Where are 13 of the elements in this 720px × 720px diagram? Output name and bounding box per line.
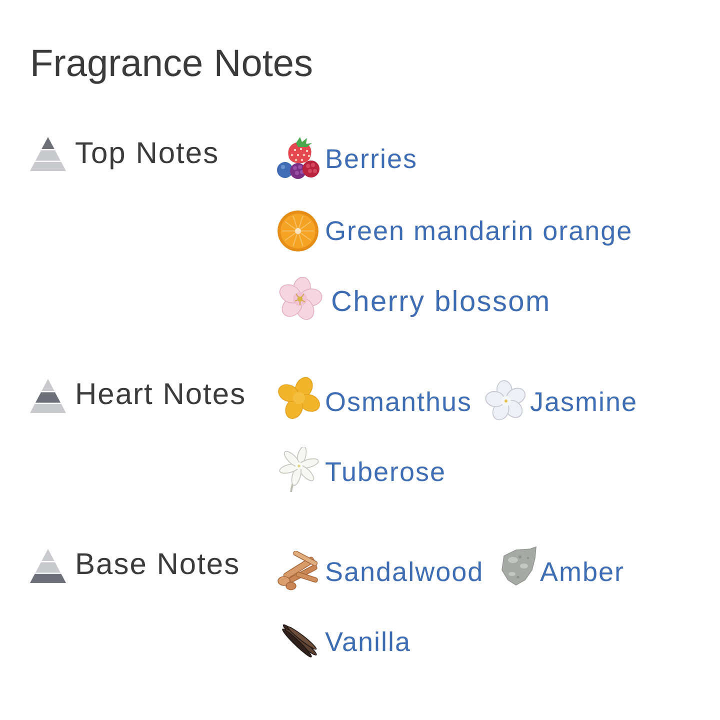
section-heading: Top Notes xyxy=(75,137,220,172)
note-name: Osmanthus xyxy=(325,386,472,418)
note-name: Amber xyxy=(540,556,625,588)
note-name: Vanilla xyxy=(325,626,412,658)
section-heading: Heart Notes xyxy=(75,378,246,412)
note-name: Cherry blossom xyxy=(331,286,551,319)
note-name: Tuberose xyxy=(325,456,446,488)
section-heading: Base Notes xyxy=(75,548,240,582)
note-name: Green mandarin orange xyxy=(325,216,633,247)
note-name: Jasmine xyxy=(530,386,638,418)
diagram-title: Fragrance Notes xyxy=(30,43,314,87)
note-name: Berries xyxy=(325,144,418,175)
note-name: Sandalwood xyxy=(325,556,484,588)
